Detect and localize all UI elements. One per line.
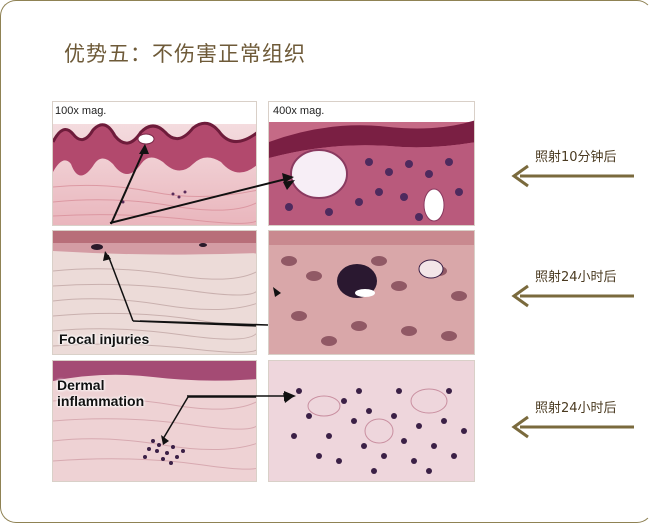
row-label-1: 照射10分钟后 <box>535 150 617 165</box>
histology-image-r3-high <box>268 360 475 482</box>
histology-image-r2-high <box>268 230 475 355</box>
magnification-label-high: 400x mag. <box>273 105 325 117</box>
arrow-left-icon <box>508 414 636 440</box>
annotation-dermal-inflammation: Dermal inflammation <box>57 377 145 409</box>
row-label-3: 照射24小时后 <box>535 401 617 416</box>
annotation-focal-injuries: Focal injuries <box>59 331 150 347</box>
histology-image-r2-low: Focal injuries <box>52 230 257 355</box>
histology-image-r3-low: Dermal inflammation <box>52 360 257 482</box>
arrow-left-icon <box>508 163 636 189</box>
histology-image-r1-high: 400x mag. <box>268 101 475 226</box>
arrow-left-icon <box>508 283 636 309</box>
histology-image-r1-low: 100x mag. <box>52 101 257 226</box>
page-title: 优势五：不伤害正常组织 <box>64 42 306 66</box>
magnification-label-low: 100x mag. <box>55 105 107 117</box>
row-label-2: 照射24小时后 <box>535 270 617 285</box>
